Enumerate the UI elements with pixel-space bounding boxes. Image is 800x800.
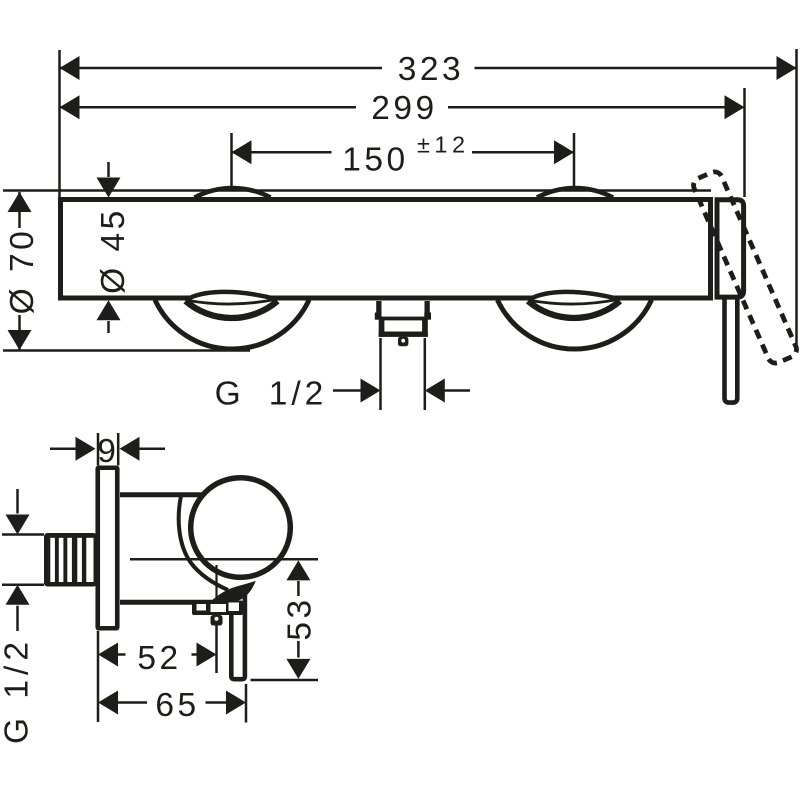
svg-text:Ø 70: Ø 70 — [4, 228, 41, 315]
svg-text:150: 150 — [342, 142, 408, 179]
svg-text:323: 323 — [398, 51, 464, 88]
svg-text:299: 299 — [371, 90, 437, 127]
svg-text:9: 9 — [97, 433, 119, 470]
svg-text:65: 65 — [155, 687, 199, 724]
svg-text:±12: ±12 — [417, 131, 470, 157]
svg-text:53: 53 — [281, 596, 318, 640]
svg-text:G 1/2: G 1/2 — [215, 376, 328, 413]
svg-text:Ø 45: Ø 45 — [95, 207, 132, 294]
svg-text:G 1/2: G 1/2 — [0, 637, 36, 744]
svg-text:52: 52 — [137, 640, 181, 677]
